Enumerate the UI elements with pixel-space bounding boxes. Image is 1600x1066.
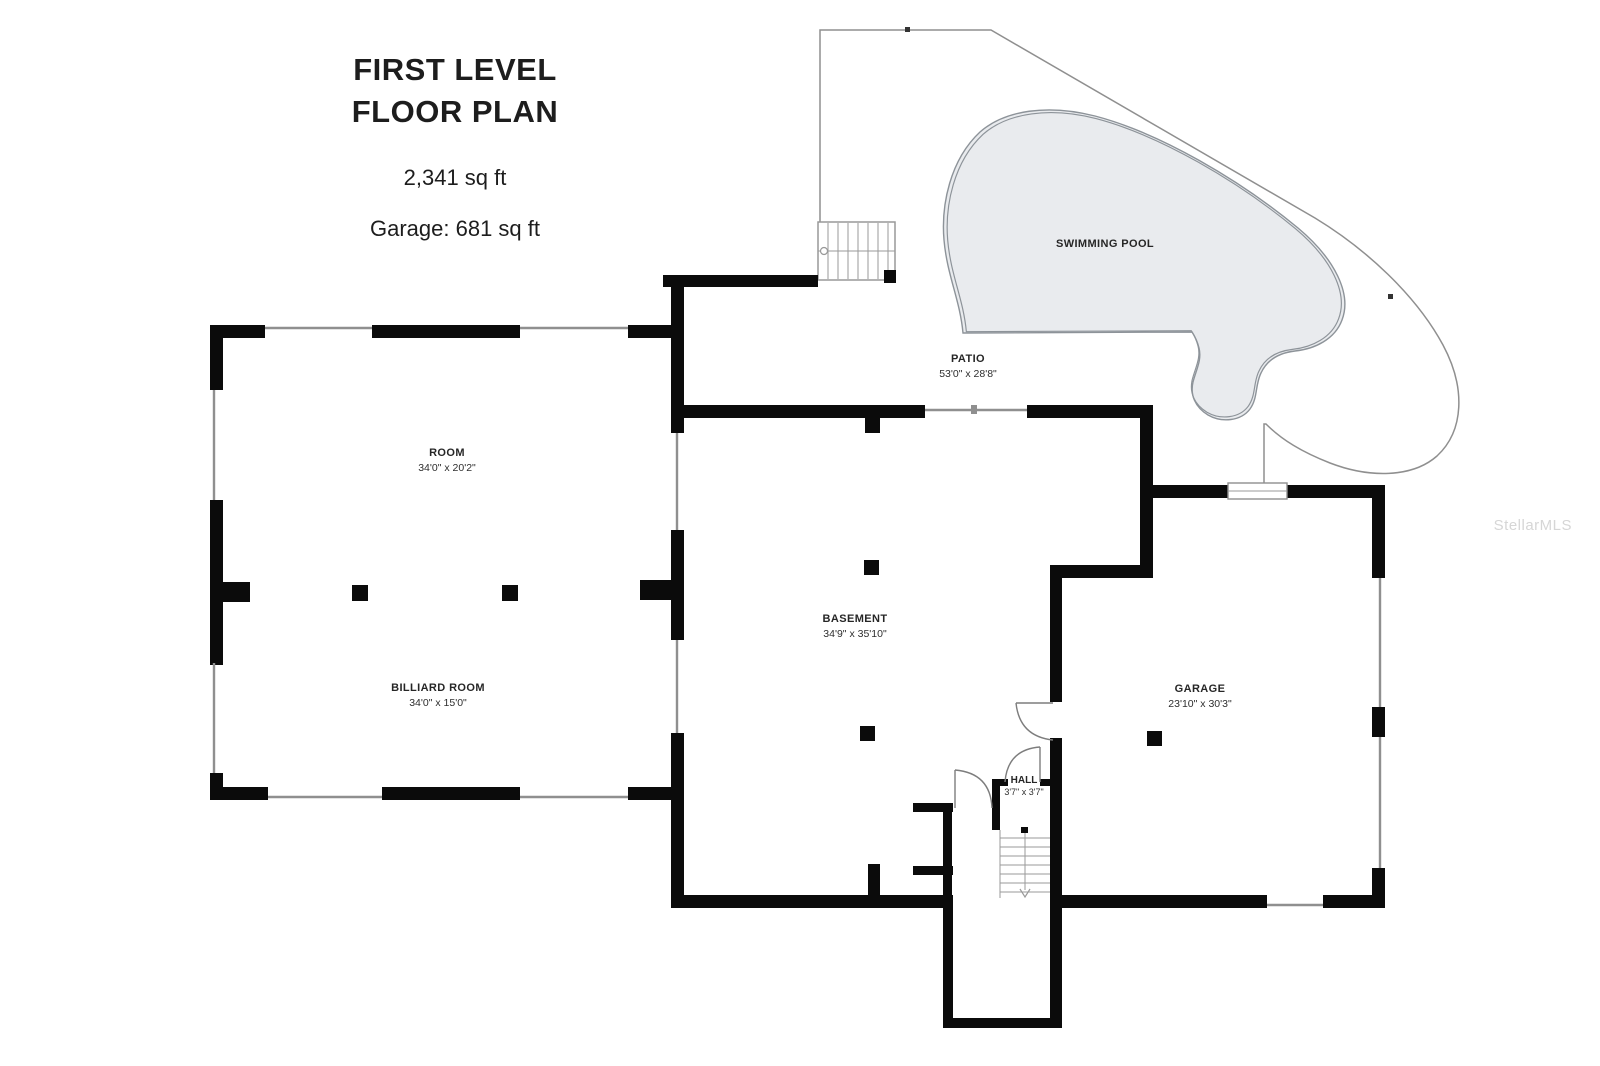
patio-marker-dot	[905, 27, 910, 32]
room-dims: 34'0" x 20'2"	[418, 462, 476, 474]
hall-label: HALL	[1011, 775, 1038, 786]
nook-door	[954, 769, 993, 809]
title-block: FIRST LEVEL FLOOR PLAN 2,341 sq ft Garag…	[352, 52, 559, 241]
swimming-pool-label: SWIMMING POOL	[1056, 238, 1154, 250]
garage-pillar	[1147, 731, 1162, 746]
stair-enclosure-walls	[943, 898, 1058, 1028]
room-pillar	[502, 585, 518, 601]
garage-dims: 23'10" x 30'3"	[1168, 698, 1232, 710]
stairs-down-arrow	[1019, 888, 1031, 899]
basement-pillar	[865, 418, 880, 433]
billiard-room-dims: 34'0" x 15'0"	[409, 697, 467, 709]
patio-marker-dot	[1388, 294, 1393, 299]
doors	[954, 702, 1054, 809]
total-area-text: 2,341 sq ft	[404, 165, 507, 190]
left-building-windows	[212, 326, 679, 799]
patio-label: PATIO	[951, 353, 985, 365]
billiard-room-label: BILLIARD ROOM	[391, 682, 485, 694]
hall-door	[1004, 746, 1041, 783]
garage-walls	[1058, 482, 1385, 908]
watermark: StellarMLS	[1494, 517, 1572, 534]
patio-outline	[819, 27, 1460, 484]
room-labels: ROOM 34'0" x 20'2" BILLIARD ROOM 34'0" x…	[391, 238, 1232, 797]
room-pillar	[352, 585, 368, 601]
page-title-line1: FIRST LEVEL	[353, 52, 557, 87]
exterior-stairs	[817, 221, 896, 281]
hall-walls	[913, 779, 1050, 898]
swimming-pool	[942, 109, 1346, 421]
basement-pillar	[860, 726, 875, 741]
garage-door	[1015, 702, 1054, 741]
basement-walls	[663, 270, 1153, 1028]
basement-dims: 34'9" x 35'10"	[823, 628, 887, 640]
interior-stairs	[999, 827, 1050, 899]
garage-label: GARAGE	[1175, 683, 1226, 695]
stair-rail-post	[819, 246, 829, 256]
left-building-walls	[210, 275, 684, 908]
patio-dims: 53'0" x 28'8"	[939, 368, 997, 380]
basement-label: BASEMENT	[823, 613, 888, 625]
page-title-line2: FLOOR PLAN	[352, 94, 559, 129]
room-label: ROOM	[429, 447, 465, 459]
basement-pillar	[864, 560, 879, 575]
hall-dims: 3'7" x 3'7"	[1004, 787, 1043, 797]
garage-area-text: Garage: 681 sq ft	[370, 216, 540, 241]
basement-pillar	[868, 864, 880, 897]
